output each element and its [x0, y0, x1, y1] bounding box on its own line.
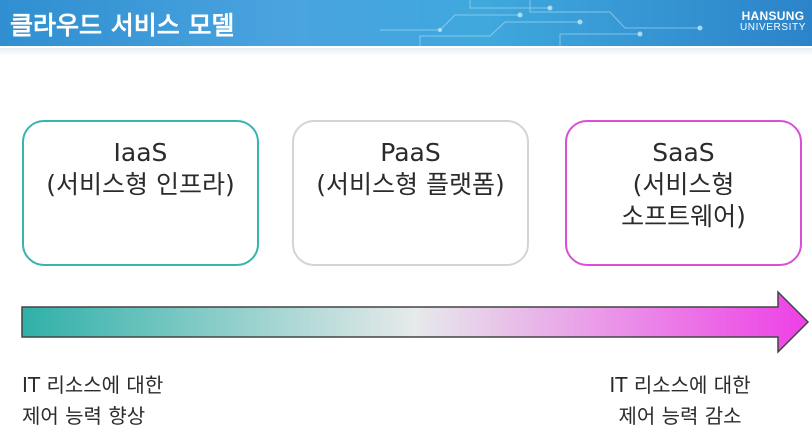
- title-bar: 클라우드 서비스 모델 HANSUNG UNIVERSITY: [0, 0, 812, 46]
- control-gradient-arrow: [21, 290, 810, 354]
- arrow-shape: [21, 290, 810, 354]
- circuit-decoration-icon: [380, 0, 703, 46]
- university-logo: HANSUNG UNIVERSITY: [740, 10, 806, 34]
- control-decrease-note: IT 리소스에 대한 제어 능력 감소: [609, 373, 751, 428]
- saas-title: SaaS: [652, 138, 715, 167]
- paas-title: PaaS: [380, 138, 441, 167]
- control-increase-note: IT 리소스에 대한 제어 능력 향상: [22, 373, 164, 428]
- iaas-box: IaaS (서비스형 인프라): [22, 120, 259, 266]
- paas-box: PaaS (서비스형 플랫폼): [292, 120, 529, 266]
- saas-subtitle: (서비스형 소프트웨어): [621, 170, 746, 231]
- iaas-title: IaaS: [113, 138, 168, 167]
- logo-main-text: HANSUNG: [741, 9, 805, 23]
- iaas-subtitle: (서비스형 인프라): [46, 170, 235, 199]
- header-shadow: [0, 48, 812, 56]
- saas-box: SaaS (서비스형 소프트웨어): [565, 120, 802, 266]
- page-title: 클라우드 서비스 모델: [10, 11, 235, 40]
- paas-subtitle: (서비스형 플랫폼): [316, 170, 505, 199]
- logo-sub-text: UNIVERSITY: [739, 22, 806, 33]
